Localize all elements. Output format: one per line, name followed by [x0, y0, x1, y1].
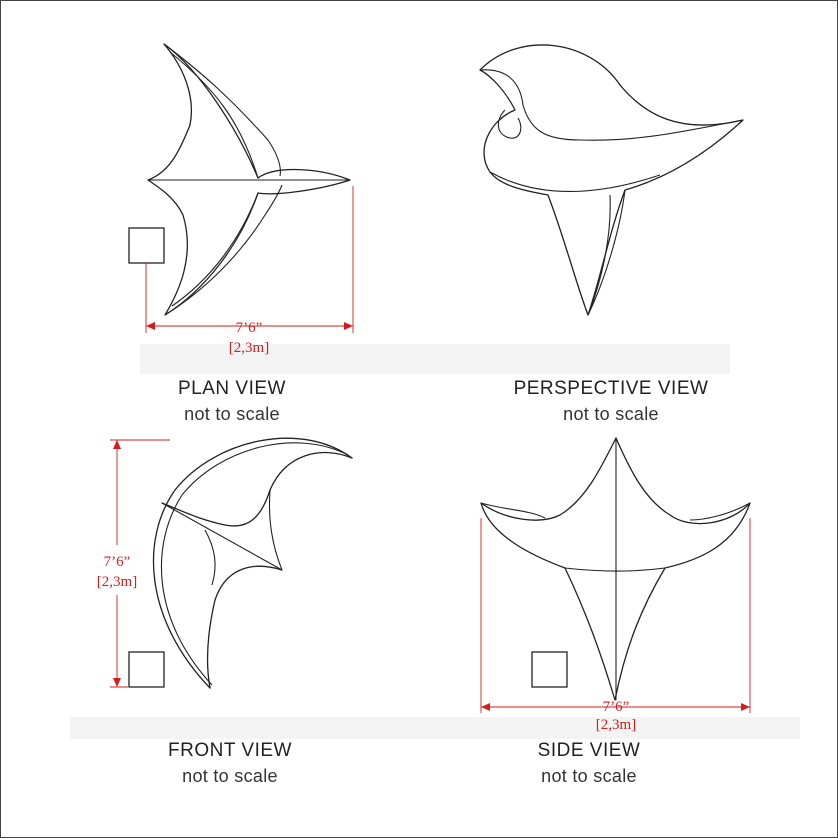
- plan-view-lower-fold-inner: [171, 192, 259, 307]
- plan-view-arrow-left: [146, 322, 155, 330]
- front-view-upper-flap: [161, 451, 353, 527]
- front-view-spine: [161, 502, 283, 571]
- front-view-dimension-metric: [2,3m]: [97, 574, 137, 590]
- side-view-note: not to scale: [541, 766, 637, 786]
- side-view-dimension: 7’6”: [603, 699, 630, 715]
- front-view-note: not to scale: [182, 766, 278, 786]
- plan-view-outline: [147, 43, 351, 316]
- perspective-view-belly: [489, 171, 661, 193]
- side-view-dimension-metric: [2,3m]: [596, 717, 636, 733]
- front-view-upper-flap-edge: [268, 489, 283, 571]
- front-view-arrow-bottom: [113, 678, 121, 687]
- perspective-view-drawing: [479, 44, 744, 316]
- plan-view-dimension-metric: [2,3m]: [229, 340, 269, 356]
- plan-view-note: not to scale: [184, 404, 280, 424]
- front-view-title: FRONT VIEW: [168, 740, 292, 761]
- perspective-view-curl: [497, 109, 522, 139]
- perspective-view-outline: [479, 44, 744, 316]
- front-view-dimension: 7’6”: [104, 554, 131, 570]
- front-view-scale-box: [128, 651, 165, 688]
- caption-band-top: [140, 344, 730, 374]
- side-view-right-wing-fold: [689, 502, 751, 521]
- perspective-view-wing-edge: [479, 69, 744, 141]
- plan-view-drawing: 7’6” [2,3m]: [128, 43, 354, 356]
- plan-view-upper-fold-inner: [169, 51, 259, 179]
- plan-view-upper-fold: [163, 43, 281, 177]
- perspective-view-title: PERSPECTIVE VIEW: [514, 378, 709, 399]
- side-view-arrow-right: [741, 703, 750, 711]
- plan-view-arrow-right: [344, 322, 353, 330]
- front-view-drawing: 7’6” [2,3m]: [97, 437, 353, 689]
- plan-view-lower-fold: [164, 184, 283, 316]
- perspective-view-note: not to scale: [563, 404, 659, 424]
- perspective-view-fin: [587, 189, 626, 316]
- side-view-drawing: 7’6” [2,3m]: [480, 437, 751, 733]
- plan-view-title: PLAN VIEW: [178, 378, 286, 399]
- front-view-outer-arc-inner: [160, 442, 349, 686]
- front-view-outer-arc: [152, 437, 353, 689]
- side-view-outline: [480, 437, 751, 701]
- side-view-title: SIDE VIEW: [538, 740, 641, 761]
- side-view-arrow-left: [481, 703, 490, 711]
- front-view-arrow-top: [113, 440, 121, 449]
- front-view-center-fold: [204, 529, 216, 586]
- side-view-left-wing-fold: [480, 502, 546, 519]
- caption-band-bottom: [70, 717, 800, 739]
- plan-view-scale-box: [128, 227, 165, 264]
- plan-view-dimension: 7’6”: [236, 320, 263, 336]
- side-view-body-line: [564, 567, 666, 572]
- front-view-lower-flap: [206, 565, 283, 689]
- side-view-scale-box: [531, 651, 568, 688]
